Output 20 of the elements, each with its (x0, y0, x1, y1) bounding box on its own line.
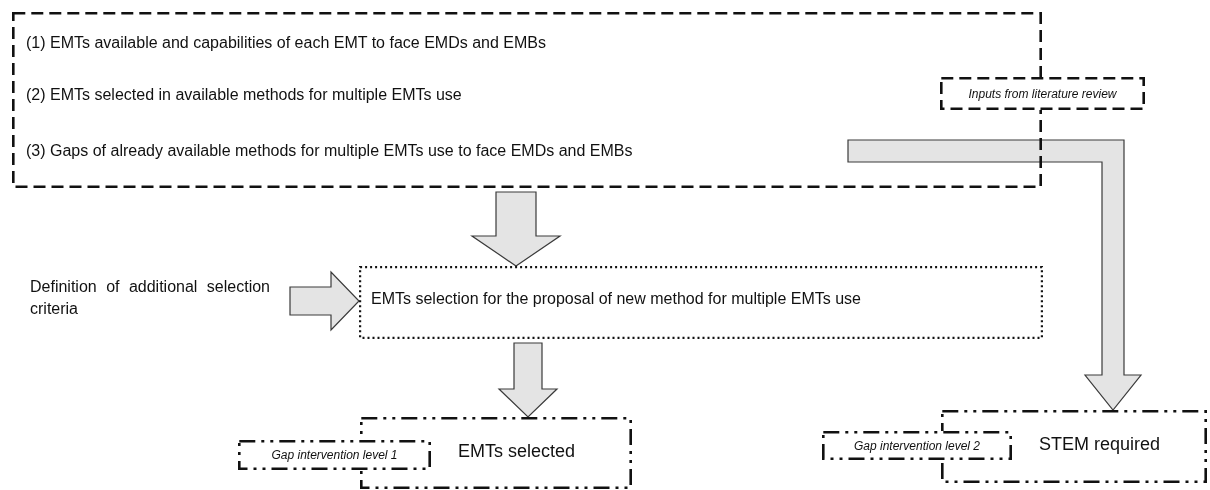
gap-level-box (822, 431, 1012, 460)
block-arrow (289, 270, 360, 332)
note-text: Inputs from literature review (967, 85, 1118, 103)
gap-level-text: Gap intervention level 1 (270, 447, 399, 464)
process-text: EMTs selection for the proposal of new method for multiple EMTs use (371, 290, 861, 308)
note-box (940, 77, 1145, 110)
result-text: STEM required (1039, 434, 1161, 455)
criteria-text: Definition of additional selection criteria (30, 276, 270, 322)
result-text: EMTs selected (458, 441, 576, 462)
list-item-text: (2) EMTs selected in available methods for multiple EMTs use (26, 86, 462, 104)
list-item-text: (3) Gaps of already available methods for multiple EMTs use to face EMDs and EMBs (26, 142, 633, 160)
gap-level-box (238, 440, 431, 470)
list-item-text: (1) EMTs available and capabilities of each EMT to face EMDs and EMBs (26, 34, 546, 52)
process-box (359, 266, 1043, 339)
result-box (360, 417, 632, 489)
result-box (941, 410, 1207, 483)
gap-level-text: Gap intervention level 2 (852, 437, 982, 455)
block-arrow (847, 139, 1143, 411)
block-arrow (497, 342, 559, 418)
block-arrow (470, 191, 562, 267)
